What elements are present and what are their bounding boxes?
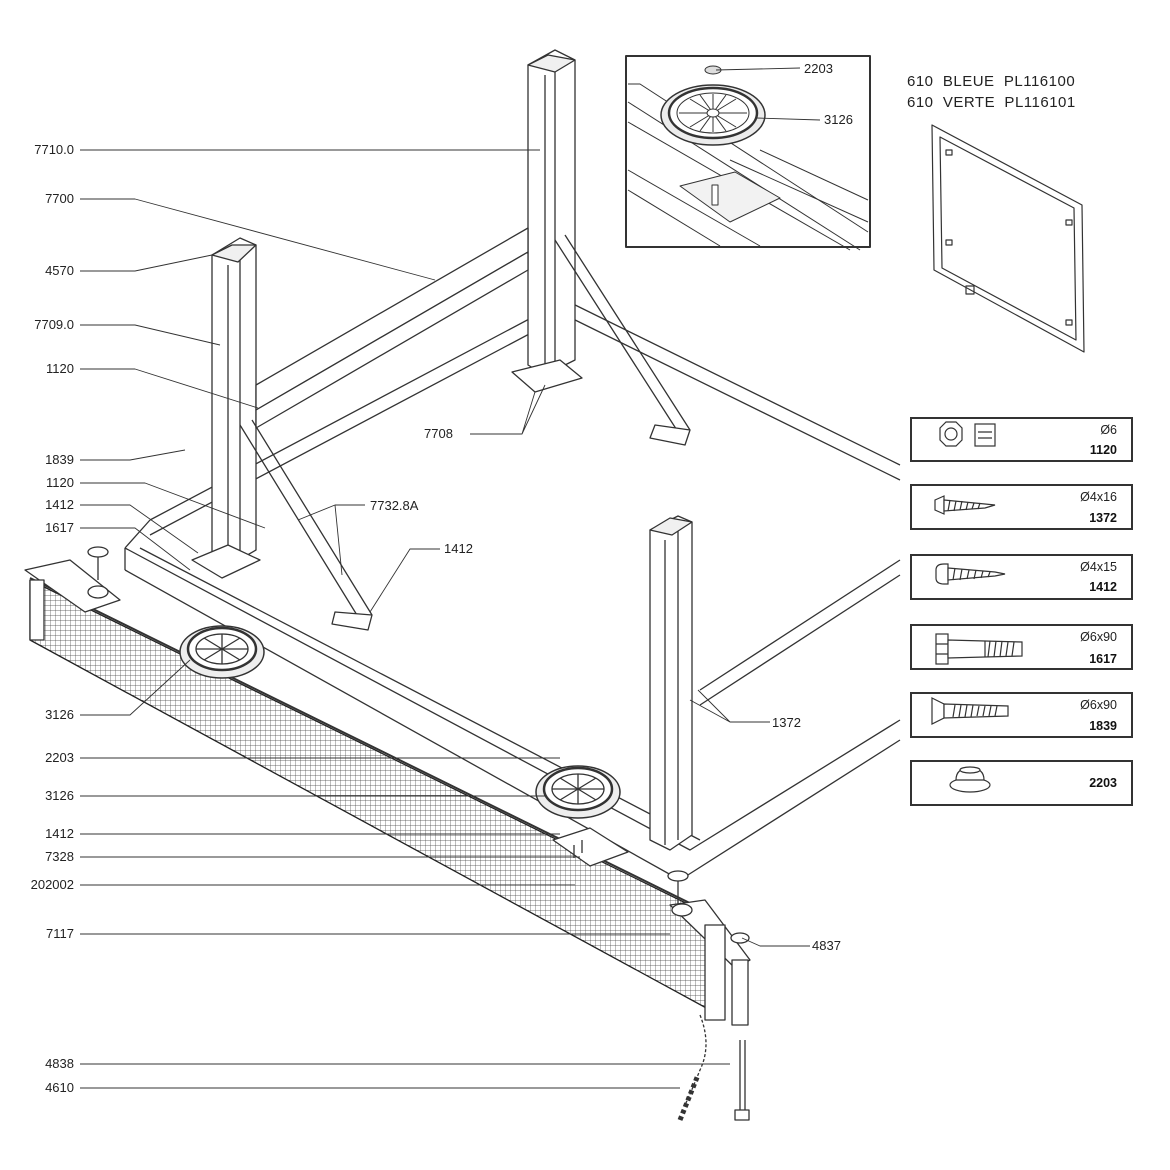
hardware-size: Ø6 [1100, 423, 1117, 437]
callout-label: 3126 [45, 707, 74, 722]
hardware-box-1839: Ø6x90 1839 [910, 692, 1133, 738]
hardware-size: Ø6x90 [1080, 630, 1117, 644]
hardware-size: Ø4x16 [1080, 490, 1117, 504]
callout-label: 2203 [804, 61, 833, 76]
net-post-left [24, 546, 121, 641]
callout-label: 4837 [812, 938, 841, 953]
hardware-code: 1120 [1089, 443, 1117, 457]
hardware-size: Ø4x15 [1080, 560, 1117, 574]
detail-inset-content [627, 65, 869, 251]
hardware-code: 1372 [1089, 511, 1117, 525]
side-frame-rail [124, 519, 901, 706]
callout-label: 7710.0 [34, 142, 74, 157]
callout-label: 3126 [824, 112, 853, 127]
hardware-code: 1839 [1089, 719, 1117, 733]
hardware-box-2203: 2203 [910, 760, 1133, 806]
upright-post-rear [511, 49, 583, 393]
callout-label: 7709.0 [34, 317, 74, 332]
callout-label: 1412 [45, 826, 74, 841]
callout-label: 7117 [46, 926, 74, 941]
wheel-left [179, 625, 265, 679]
callout-label: 7732.8A [370, 498, 419, 513]
callout-label: 1372 [772, 715, 801, 730]
hardware-code: 1617 [1089, 652, 1117, 666]
callout-label: 1120 [46, 475, 74, 490]
net-post-right [667, 870, 751, 1026]
callout-label: 2203 [45, 750, 74, 765]
set-code-line-1: 610 BLEUE PL116100 [907, 73, 1076, 90]
callout-label: 1839 [45, 452, 74, 467]
detail-inset-frame [625, 55, 871, 248]
callout-label: 202002 [30, 877, 74, 892]
hardware-size: Ø6x90 [1080, 698, 1117, 712]
hardware-box-1120: Ø6 1120 [910, 417, 1133, 462]
callout-label: 1412 [45, 497, 74, 512]
diagonal-brace-rear [554, 234, 691, 446]
callout-label: 7328 [45, 849, 74, 864]
leader-lines [80, 67, 821, 1089]
callout-label: 1120 [46, 361, 74, 376]
hardware-box-1372: Ø4x16 1372 [910, 484, 1133, 530]
callout-label: 1412 [444, 541, 473, 556]
callout-label: 4610 [45, 1080, 74, 1095]
hardware-code: 1412 [1089, 580, 1117, 594]
callout-label: 7700 [45, 191, 74, 206]
hardware-box-1617: Ø6x90 1617 [910, 624, 1133, 670]
ground-stake [677, 1014, 750, 1121]
diagonal-brace-left [239, 419, 373, 631]
callout-label: 4838 [45, 1056, 74, 1071]
wheel-right [535, 765, 621, 819]
table-top-panel [931, 124, 1085, 353]
upright-post-left [191, 237, 261, 579]
upright-post-front [649, 515, 693, 851]
callout-label: 7708 [424, 426, 453, 441]
set-code-line-2: 610 VERTE PL116101 [907, 94, 1076, 111]
callout-label: 3126 [45, 788, 74, 803]
hardware-box-1412: Ø4x15 1412 [910, 554, 1133, 600]
crossbeam [255, 227, 529, 429]
callout-label: 4570 [45, 263, 74, 278]
hardware-code: 2203 [1089, 776, 1117, 790]
callout-label: 1617 [45, 520, 74, 535]
